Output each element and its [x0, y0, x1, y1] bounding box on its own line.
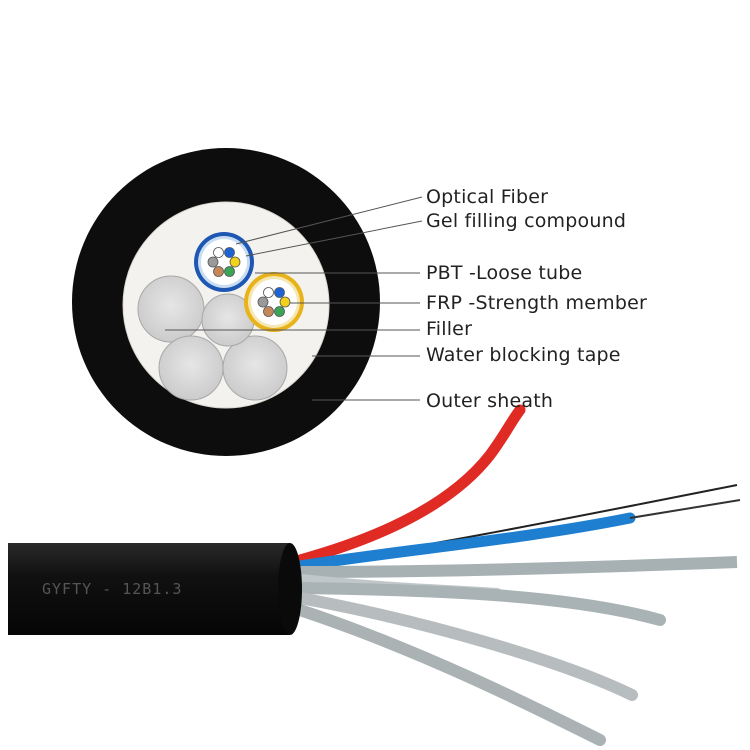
label-gel-filling-compound: Gel filling compound [426, 210, 627, 232]
fiber-1-5 [207, 256, 219, 268]
filler-bottom-left [158, 335, 224, 401]
label-optical-fiber: Optical Fiber [426, 186, 549, 208]
filler-left [137, 275, 205, 343]
wire-grey-4 [294, 592, 638, 701]
cable-print: GYFTY - 12B1.3 [42, 580, 182, 598]
wire-blue-end [629, 499, 741, 519]
wire-blue [294, 512, 636, 572]
filler-bottom-right [222, 335, 288, 401]
label-outer-sheath: Outer sheath [426, 390, 554, 412]
fiber-2-5 [257, 296, 269, 308]
leader-lines [165, 196, 423, 401]
fiber-2-2 [279, 296, 291, 308]
loose-tube-yellow [244, 272, 304, 332]
cable-stripped-view: GYFTY - 12B1.3 [8, 404, 741, 746]
cable-jacket-end [278, 543, 302, 635]
wire-grey-1 [299, 556, 738, 578]
leader-optical-fiber [235, 196, 423, 245]
leader-gel [245, 220, 423, 257]
label-frp-strength-member: FRP -Strength member [426, 292, 647, 314]
fiber-1-3 [224, 266, 235, 277]
fiber-1-4 [213, 266, 224, 277]
wire-grey-3 [294, 582, 666, 626]
label-water-blocking-tape: Water blocking tape [426, 344, 621, 366]
loose-tube-blue [194, 232, 254, 292]
fiber-2-6 [263, 287, 274, 298]
fiber-2-4 [263, 306, 274, 317]
label-pbt-loose-tube: PBT -Loose tube [426, 262, 583, 284]
cable-cross-section [72, 148, 380, 456]
fiber-2-1 [274, 287, 285, 298]
fiber-1-2 [229, 256, 241, 268]
fiber-1-6 [213, 247, 224, 258]
fiber-1-1 [224, 247, 235, 258]
label-filler: Filler [426, 318, 473, 340]
fiber-2-3 [274, 306, 285, 317]
wire-red [294, 404, 526, 566]
cable-jacket [8, 543, 290, 635]
wire-grey-5 [294, 604, 606, 746]
